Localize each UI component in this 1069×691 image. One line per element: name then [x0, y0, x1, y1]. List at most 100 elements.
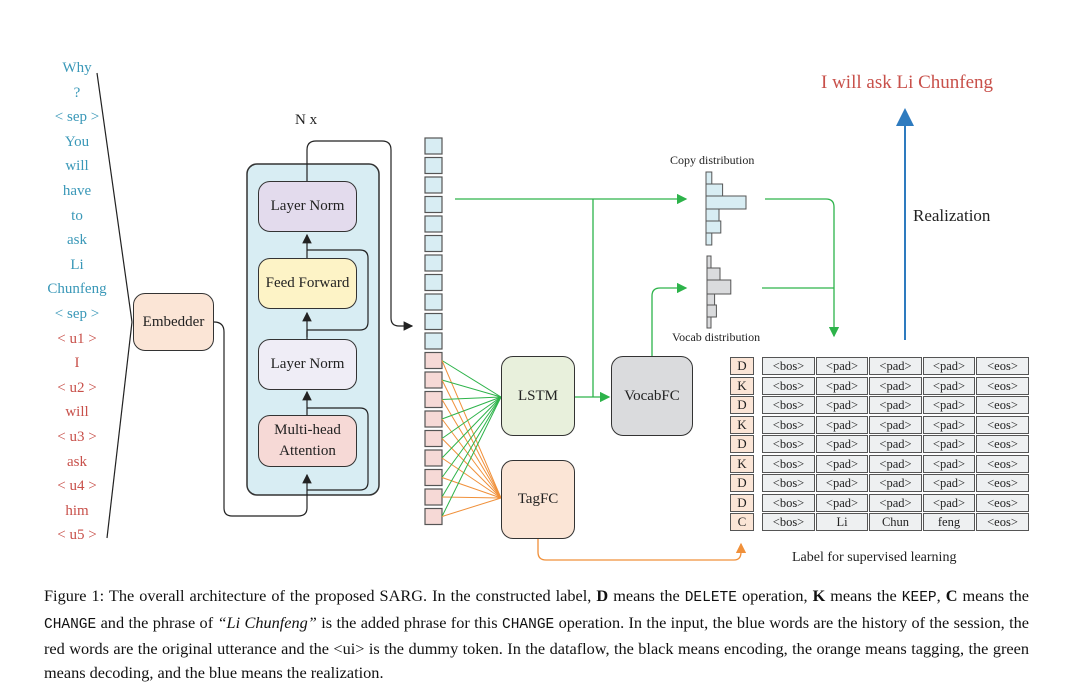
label-token-cell: <pad> — [869, 435, 922, 453]
label-token-cell: <pad> — [869, 454, 922, 473]
operation-tag: C — [730, 513, 754, 531]
input-token: < sep > — [54, 109, 100, 126]
histogram-bar — [706, 316, 712, 329]
utterance-encoding-cell — [424, 371, 443, 389]
utterance-encoding-cell — [424, 449, 443, 467]
decoding-fan-line — [441, 360, 502, 398]
input-token: have — [62, 183, 92, 199]
history-encoding-cell — [424, 137, 443, 155]
histogram-bar — [706, 293, 716, 306]
operation-tag: D — [730, 493, 754, 512]
attention-residual-wire — [307, 407, 369, 491]
input-token: < u4 > — [57, 478, 97, 495]
label-token-cell: <eos> — [976, 357, 1029, 375]
label-token-cell: <pad> — [816, 415, 868, 434]
history-encoding-cell — [424, 273, 443, 292]
histogram-bar — [705, 220, 722, 234]
label-token-cell: <pad> — [816, 493, 868, 512]
input-token: < sep > — [54, 306, 100, 322]
input-token: < u3 > — [57, 429, 97, 445]
ffn-residual-wire — [307, 249, 369, 331]
decoding-fan-line — [441, 396, 502, 459]
input-token: ? — [73, 84, 81, 101]
label-token-cell: Li — [816, 513, 868, 531]
caption-text: operation, — [736, 586, 813, 605]
multi-head-attention-box: Multi-head Attention — [258, 415, 357, 467]
tagging-fan-line — [441, 418, 502, 499]
history-encoding-cell — [424, 254, 443, 272]
label-token-cell: <pad> — [816, 376, 868, 395]
label-token-cell: <pad> — [869, 493, 922, 512]
utterance-encoding-cell — [424, 468, 443, 487]
history-encoding-cell — [424, 332, 443, 350]
label-token-cell: <pad> — [923, 376, 975, 395]
input-token: him — [65, 502, 89, 519]
histogram-bar — [706, 255, 712, 269]
caption-text: , — [936, 586, 946, 605]
input-token: < u1 > — [57, 330, 97, 347]
histogram-bar — [706, 279, 732, 295]
label-token-cell: <pad> — [816, 474, 868, 492]
input-token: Li — [70, 256, 84, 273]
input-token: < u2 > — [57, 379, 97, 396]
layer-norm-bottom-box: Layer Norm — [258, 339, 357, 390]
label-token-cell: <pad> — [869, 357, 922, 375]
label-token-cell: <bos> — [762, 376, 815, 395]
caption-bold-c: C — [945, 586, 958, 605]
input-bracket-top-line — [96, 72, 133, 323]
input-token: Why — [62, 60, 92, 76]
vocab-fc-box: VocabFC — [611, 356, 693, 436]
copy-distribution-label: Copy distribution — [670, 153, 755, 167]
history-encoding-cell — [424, 156, 443, 175]
vocabfc-to-vocab-dist-wire — [651, 282, 688, 356]
embedder-box: Embedder — [133, 293, 214, 351]
label-token-cell: <bos> — [762, 396, 815, 414]
input-bracket-bottom-line — [106, 321, 133, 539]
label-table-row: D<bos><pad><pad><pad><eos> — [730, 396, 1030, 414]
encoder-output-wire — [306, 140, 414, 331]
input-token: I — [74, 355, 80, 372]
label-token-cell: <eos> — [976, 435, 1029, 453]
input-token: will — [65, 158, 89, 175]
utterance-encoding-cell — [424, 429, 443, 448]
caption-mono-delete: DELETE — [684, 590, 737, 606]
label-token-cell: <bos> — [762, 493, 815, 512]
label-token-cell: <eos> — [976, 474, 1029, 492]
label-token-cell: <eos> — [976, 376, 1029, 395]
utterance-encoding-cell — [424, 351, 443, 370]
label-token-cell: <pad> — [923, 454, 975, 473]
utterance-encoding-cell — [424, 410, 443, 428]
decoding-fan-line — [441, 379, 502, 398]
label-token-cell: <pad> — [869, 396, 922, 414]
caption-mono-change: CHANGE — [44, 616, 97, 633]
histogram-bar — [705, 195, 747, 210]
label-token-cell: <bos> — [762, 454, 815, 473]
utterance-encoding-cell — [424, 488, 443, 506]
encoder-output-column — [424, 137, 443, 526]
label-token-cell: feng — [923, 513, 975, 531]
dataflow-wires — [96, 72, 914, 561]
figure-caption: Figure 1: The overall architecture of th… — [44, 584, 1029, 684]
label-token-cell: <bos> — [762, 357, 815, 375]
realization-label: Realization — [913, 206, 991, 225]
label-token-cell: <pad> — [923, 357, 975, 375]
label-table-row: D<bos><pad><pad><pad><eos> — [730, 493, 1030, 512]
history-encoding-cell — [424, 215, 443, 233]
decoding-fan-line — [441, 396, 502, 439]
input-token: Chunfeng — [47, 281, 107, 298]
vocab-distribution-label: Vocab distribution — [672, 330, 761, 344]
operation-tag: D — [730, 357, 754, 375]
operation-tag: D — [730, 396, 754, 414]
histogram-bar — [705, 232, 713, 246]
tagfc-to-label-wire — [537, 538, 747, 561]
input-token: < u5 > — [57, 527, 97, 544]
label-token-cell: <bos> — [762, 435, 815, 453]
label-table-row: D<bos><pad><pad><pad><eos> — [730, 474, 1030, 492]
history-encoding-cell — [424, 293, 443, 311]
lstm-box: LSTM — [501, 356, 575, 436]
history-encoding-cell — [424, 176, 443, 194]
decoding-fan-line — [441, 396, 502, 400]
label-table-row: K<bos><pad><pad><pad><eos> — [730, 454, 1030, 473]
caption-mono-keep: KEEP — [901, 590, 937, 606]
label-table-caption: Label for supervised learning — [792, 550, 957, 565]
